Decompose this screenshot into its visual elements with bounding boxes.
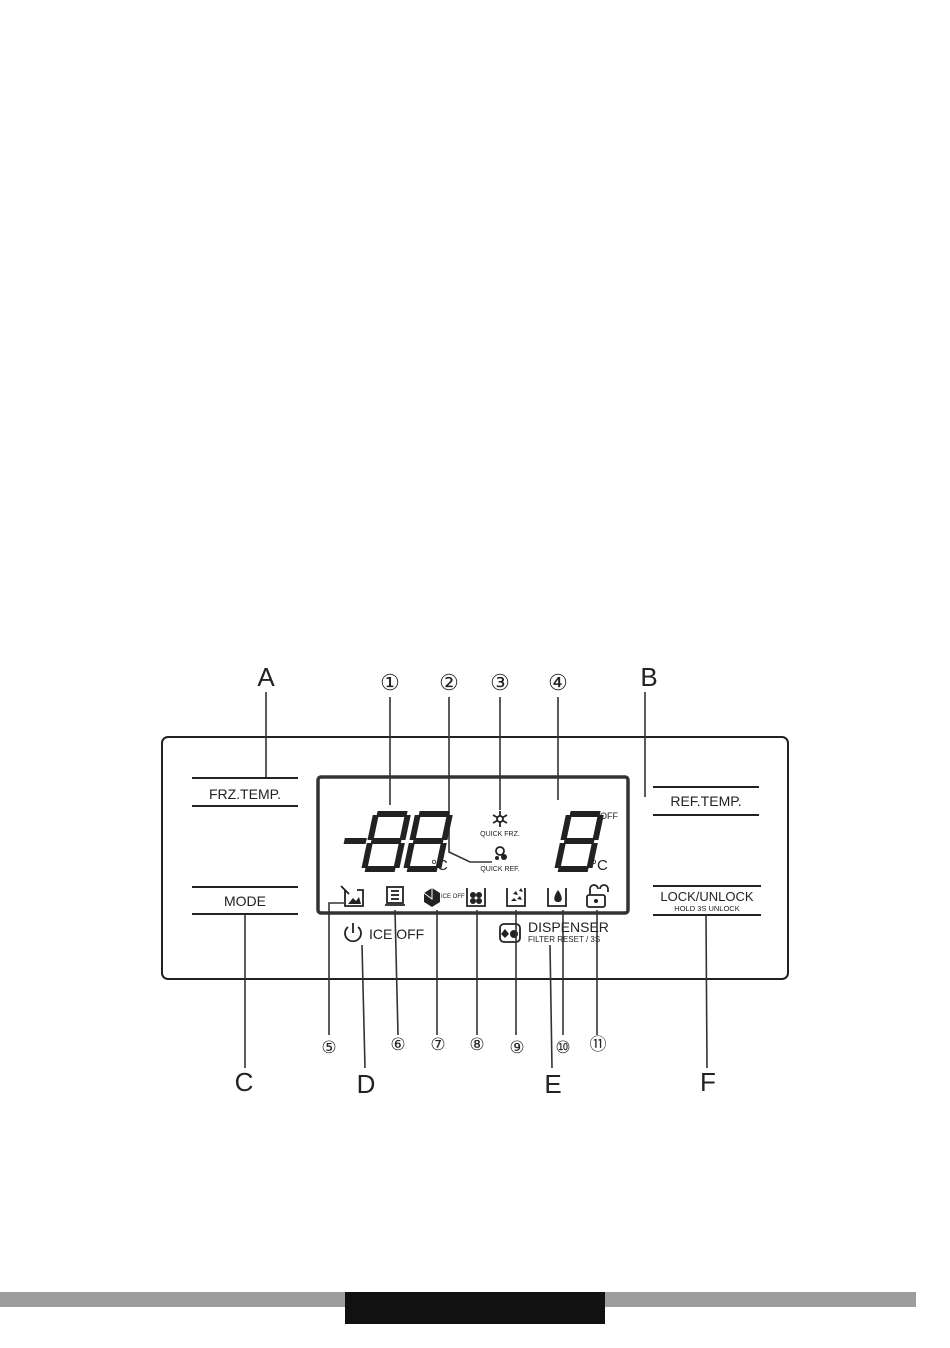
lock-unlock-label: LOCK/UNLOCK — [660, 889, 754, 904]
callout-2: ② — [439, 671, 459, 696]
callout-6: ⑥ — [390, 1035, 405, 1055]
ice-off-label: ICE OFF — [369, 926, 424, 942]
fan-icon — [495, 847, 507, 860]
callout-d: D — [357, 1069, 376, 1099]
filter-reset-label: FILTER RESET / 3S — [528, 935, 600, 944]
callout-3: ③ — [490, 671, 510, 696]
snowflake-icon — [493, 811, 507, 827]
ice-tray-icon — [341, 886, 363, 906]
mode-label: MODE — [224, 893, 266, 909]
crushed-ice-icon — [507, 888, 525, 906]
callout-5: ⑤ — [321, 1038, 336, 1058]
digit-8 — [361, 811, 412, 872]
frz-temp-label: FRZ.TEMP. — [209, 786, 281, 802]
control-panel-outline — [162, 737, 788, 979]
ref-temp-button[interactable]: REF.TEMP. — [653, 787, 759, 815]
ref-temp-label: REF.TEMP. — [670, 793, 741, 809]
fridge-off-label: OFF — [600, 811, 618, 821]
ice-cube-icon — [424, 888, 440, 907]
footer-black-tab — [345, 1292, 605, 1324]
callout-10: ⑩ — [555, 1038, 570, 1058]
lock-unlock-sublabel: HOLD 3S UNLOCK — [674, 904, 739, 913]
callout-4: ④ — [548, 671, 568, 696]
power-icon — [345, 923, 361, 941]
freezer-unit-label: °C — [431, 857, 448, 874]
water-glass-icon — [548, 888, 566, 906]
filter-list-icon — [385, 887, 405, 905]
callout-e: E — [544, 1069, 561, 1099]
callout-a: A — [257, 662, 275, 692]
padlock-icon — [587, 885, 608, 907]
callout-7: ⑦ — [430, 1035, 445, 1055]
quick-frz-label: QUICK FRZ. — [480, 831, 520, 838]
callout-c: C — [235, 1067, 254, 1097]
frz-temp-button[interactable]: FRZ.TEMP. — [192, 778, 298, 806]
quick-ref-label: QUICK REF. — [480, 866, 519, 873]
mode-button[interactable]: MODE — [192, 887, 298, 914]
fridge-unit-label: °C — [591, 857, 608, 874]
water-drops-icon — [500, 924, 520, 942]
callout-8: ⑧ — [469, 1035, 484, 1055]
minus-segment — [344, 838, 367, 844]
callout-11: ⑪ — [590, 1035, 607, 1055]
ice-off-small-label: ICE OFF — [441, 894, 465, 900]
cubed-ice-icon — [467, 888, 485, 906]
callout-b: B — [640, 662, 657, 692]
callout-f: F — [700, 1067, 716, 1097]
lock-unlock-button[interactable]: LOCK/UNLOCK HOLD 3S UNLOCK — [653, 886, 761, 915]
callout-9: ⑨ — [509, 1038, 524, 1058]
callout-1: ① — [380, 671, 400, 696]
ice-off-button[interactable]: ICE OFF — [345, 923, 424, 942]
